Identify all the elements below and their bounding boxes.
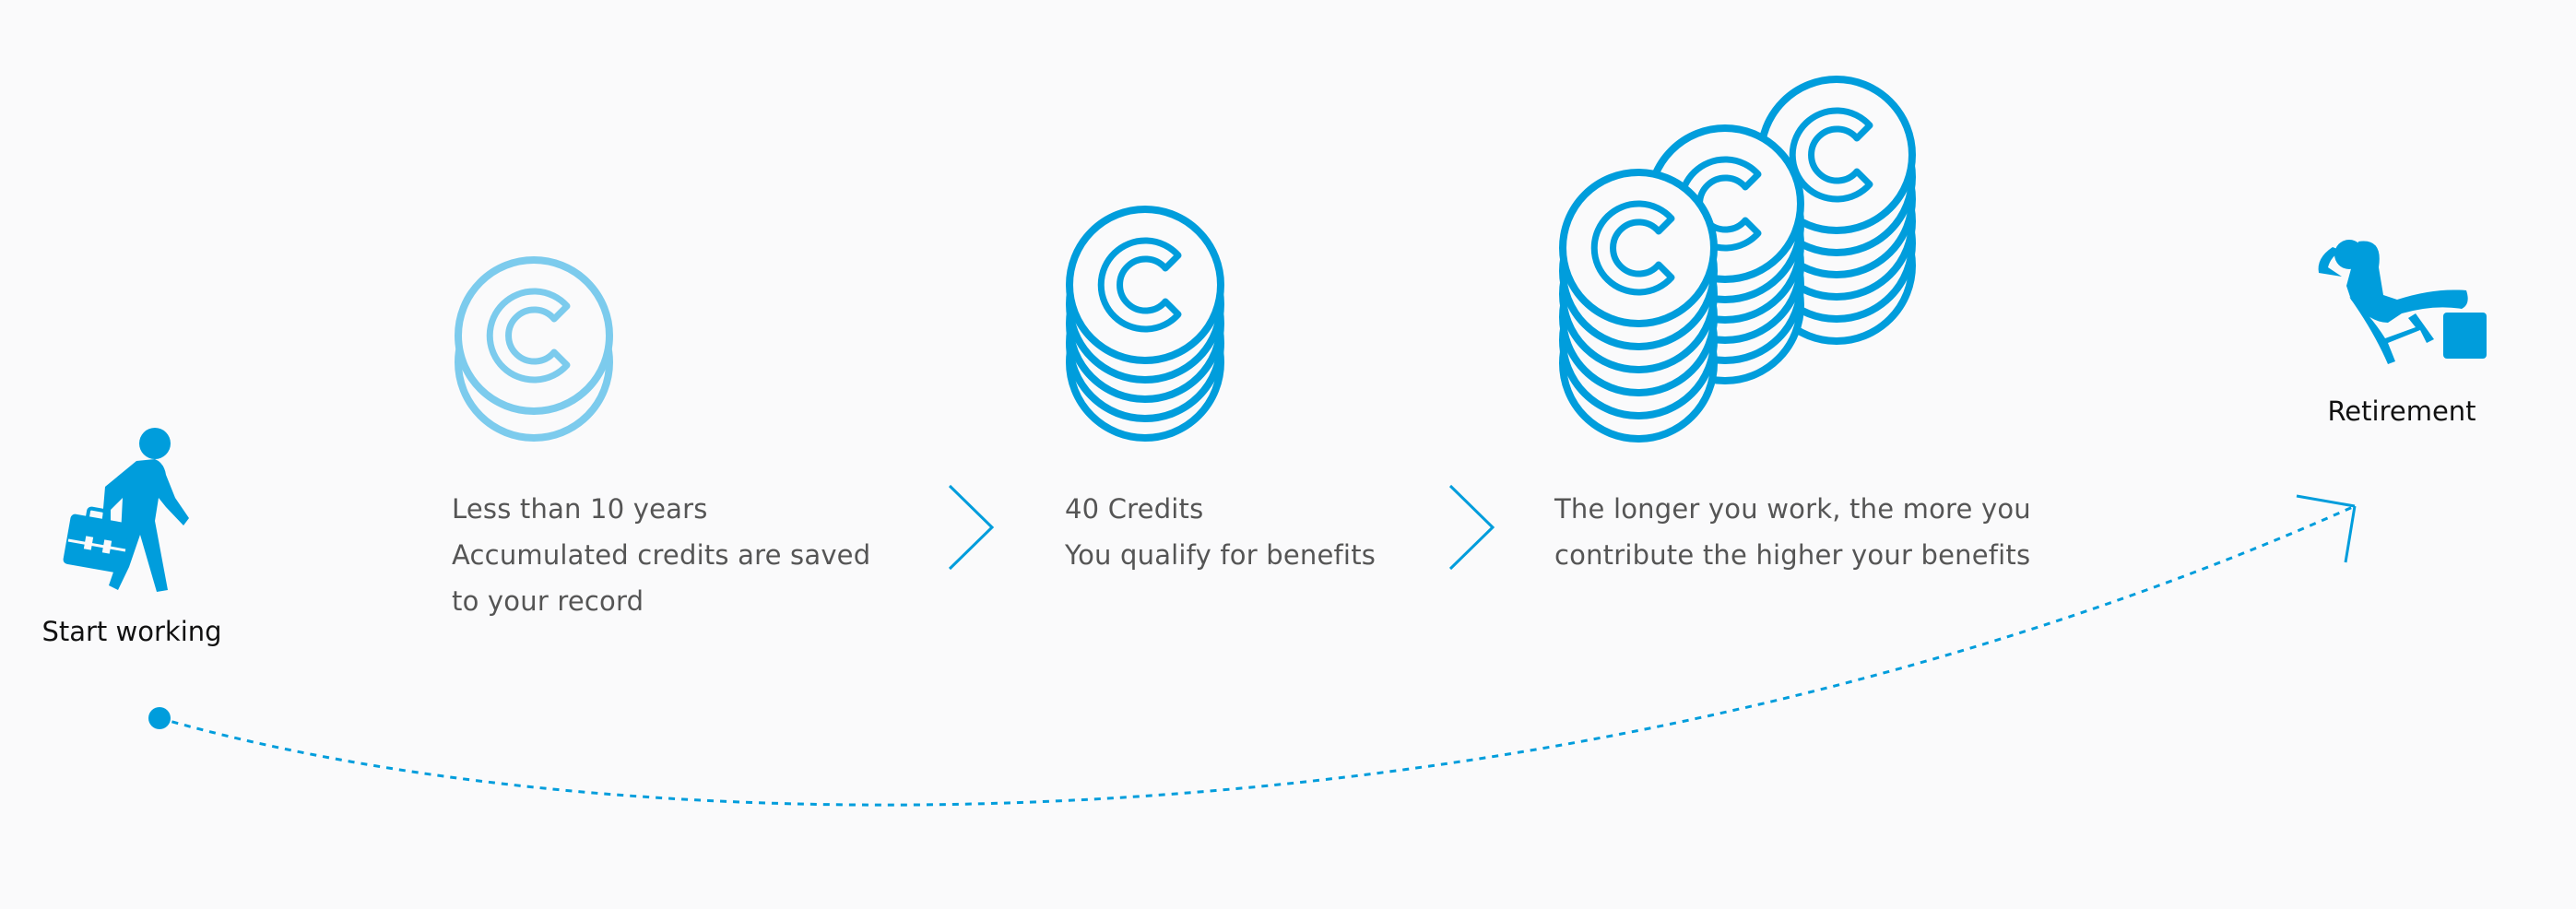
step-2-text: 40 Credits You qualify for benefits: [1065, 486, 1376, 578]
credit-coin-stack-icon: [1066, 206, 1224, 442]
step-1-line: to your record: [452, 585, 644, 617]
step-1-text: Less than 10 years Accumulated credits a…: [452, 486, 870, 624]
step-3-text: The longer you work, the more you contri…: [1554, 486, 2031, 578]
c-letter-icon: [1097, 237, 1182, 333]
start-label: Start working: [41, 616, 222, 647]
step-3-line: The longer you work, the more you: [1554, 493, 2031, 525]
credit-coin-stack-front-icon: [1559, 169, 1718, 443]
step-2-line: 40 Credits: [1065, 493, 1204, 525]
c-letter-icon: [1590, 200, 1675, 296]
chevron-right-icon: [1448, 484, 1495, 571]
coin: [1559, 169, 1718, 327]
retirement-label: Retirement: [2327, 395, 2476, 427]
c-letter-icon: [486, 288, 571, 384]
relaxing-person-chair-icon: [2318, 240, 2487, 364]
c-letter-icon: [1677, 156, 1762, 252]
coin: [1066, 206, 1224, 364]
walking-person-briefcase-icon: [63, 428, 189, 592]
arrow-head-icon: [2296, 494, 2357, 563]
chevron-right-icon: [948, 484, 995, 571]
step-3-line: contribute the higher your benefits: [1554, 539, 2031, 571]
step-1-line: Less than 10 years: [452, 493, 708, 525]
credit-coin-icon: [455, 256, 613, 442]
journey-dashed-path: [159, 504, 2356, 807]
coin: [455, 256, 613, 415]
start-dot: [148, 707, 171, 729]
step-2-line: You qualify for benefits: [1065, 539, 1377, 571]
step-1-line: Accumulated credits are saved: [452, 539, 871, 571]
c-letter-icon: [1789, 107, 1873, 203]
